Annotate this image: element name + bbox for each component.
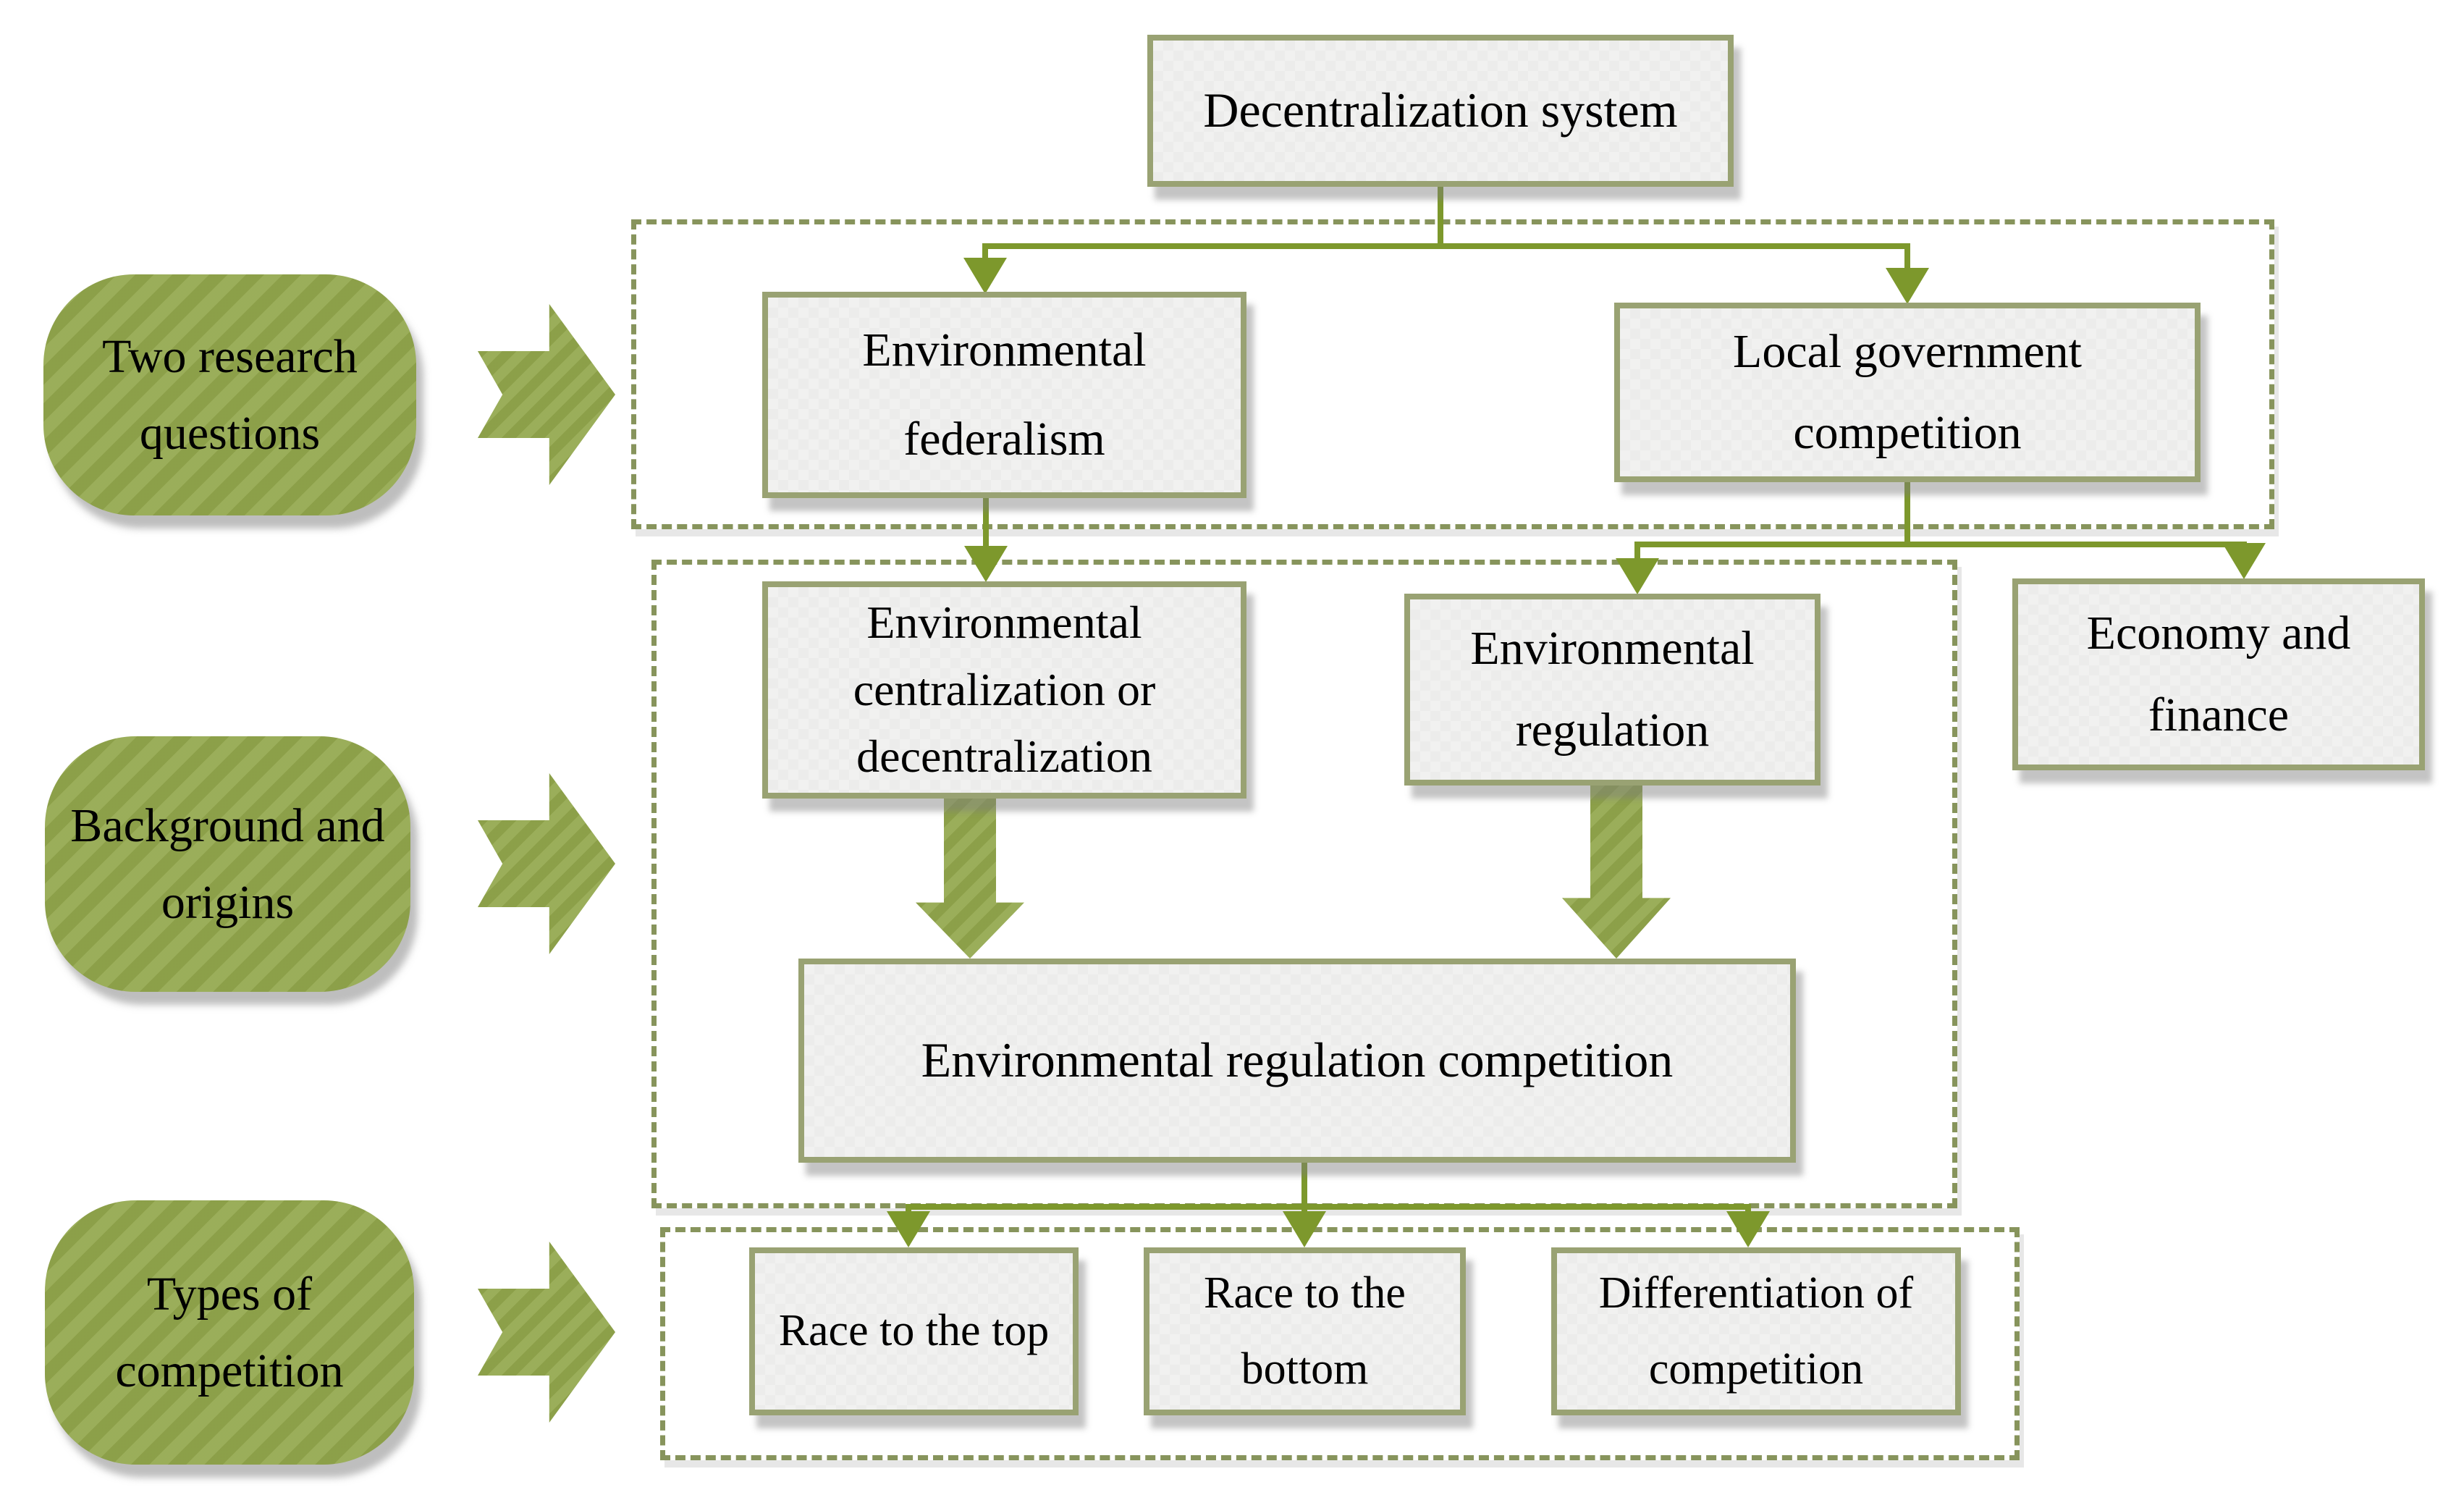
chevron-arrow-icon-row3 <box>478 1242 615 1423</box>
node-race-to-the-bottom: Race to the bottom <box>1144 1247 1466 1415</box>
pill-types-of-competition: Types of competition <box>45 1200 414 1465</box>
node-environmental-regulation: Environmental regulation <box>1404 594 1820 786</box>
connector-row1-horizontal <box>985 243 1910 249</box>
chevron-arrow-icon-row2 <box>478 773 615 954</box>
node-environmental-federalism: Environmental federalism <box>762 292 1246 498</box>
connector-drop-differentiation <box>1745 1204 1751 1216</box>
pill-two-research-questions: Two research questions <box>43 274 416 515</box>
group-frame-research-questions <box>631 219 2274 529</box>
node-local-government-competition: Local government competition <box>1614 303 2201 482</box>
node-environmental-centralization-or-decentralization: Environmental centralization or decentra… <box>762 581 1246 799</box>
arrowhead-economy-finance <box>2222 543 2266 579</box>
connector-bottom-horizontal <box>908 1204 1748 1210</box>
connector-drop-env-regulation <box>1634 542 1640 562</box>
connector-localgov-down <box>1904 482 1910 547</box>
group-frame-types-of-competition <box>660 1227 2020 1460</box>
node-economy-and-finance: Economy and finance <box>2012 578 2425 770</box>
connector-drop-env-federalism <box>982 243 988 262</box>
chevron-arrow-icon-row1 <box>478 304 615 485</box>
connector-drop-race-bottom <box>1301 1204 1307 1216</box>
node-race-to-the-top: Race to the top <box>749 1247 1079 1415</box>
node-environmental-regulation-competition: Environmental regulation competition <box>798 959 1796 1163</box>
connector-erc-down <box>1301 1163 1307 1210</box>
node-decentralization-system: Decentralization system <box>1147 35 1734 187</box>
node-differentiation-of-competition: Differentiation of competition <box>1551 1247 1961 1415</box>
pill-background-and-origins: Background and origins <box>45 736 410 992</box>
connector-federalism-to-centralization <box>983 498 989 549</box>
connector-drop-local-gov <box>1904 243 1910 271</box>
connector-branch-horizontal <box>1637 542 2247 547</box>
connector-top-vertical <box>1438 187 1443 249</box>
connector-drop-race-top <box>906 1204 911 1216</box>
